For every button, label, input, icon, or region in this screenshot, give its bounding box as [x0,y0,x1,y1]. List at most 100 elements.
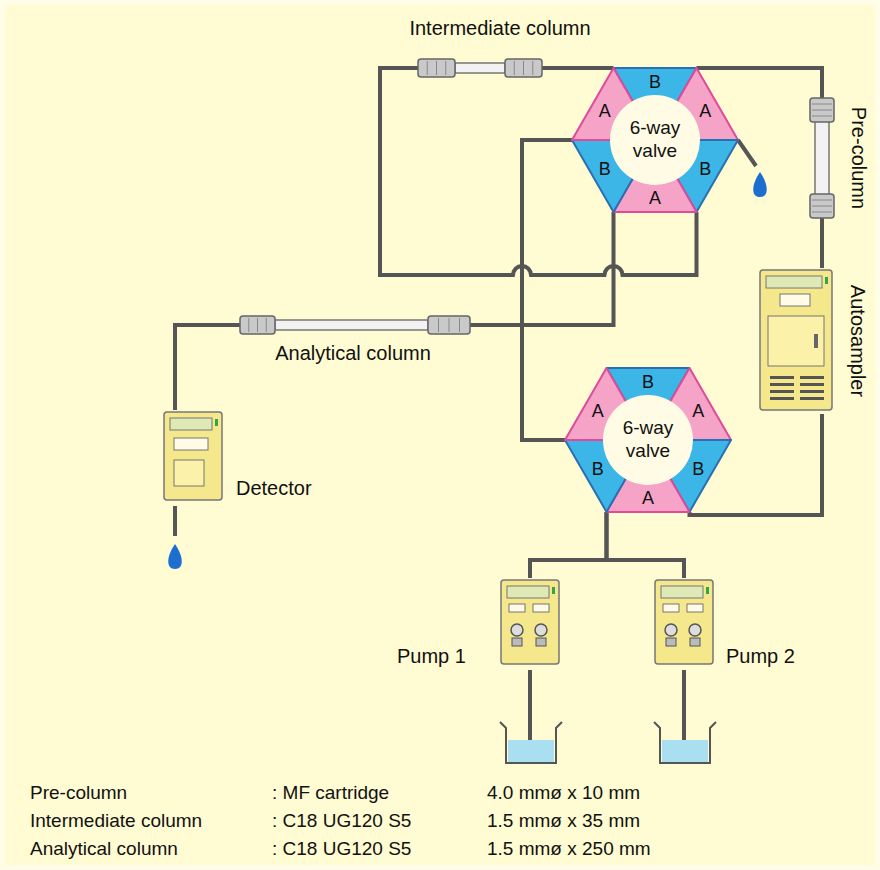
fitting-knurl [438,318,439,332]
fitting-knurl [257,318,258,332]
tubing [820,218,824,268]
vent-slot [770,390,794,393]
tube [395,66,418,70]
detector-unit: Detector [160,410,340,506]
fitting-knurl [812,110,832,111]
port-letter: A [699,100,711,122]
sampler-unit: Autosampler [758,268,876,414]
port-letter: B [692,458,704,480]
pump-unit: Pump 2 [650,578,818,670]
column-fitting [505,59,542,77]
drain-lines [175,140,756,748]
node-graphic [228,305,478,375]
vent-slot [770,383,794,386]
tubing [530,512,607,578]
tubing [697,68,823,98]
column-tube [275,320,428,330]
part-name: Pre-column [847,107,871,209]
drain-line [173,506,177,536]
port-letter: B [642,371,654,393]
vent-slot [800,383,824,386]
part-name: Intermediate column [395,16,605,40]
drop [753,172,767,197]
port-letter: B [649,71,661,93]
autosampler-door [768,316,824,366]
detector-led [215,419,218,426]
detector-panel [174,438,208,450]
autosampler-display [766,276,822,288]
hcolumn-unit: Analytical column [228,305,478,375]
pump-head [665,624,677,636]
fitting-knurl [812,212,832,213]
pump-body [501,580,559,664]
drop [168,544,182,569]
fitting-knurl [248,318,249,332]
valve-rotor [610,95,700,185]
port-letter: A [649,187,661,209]
pump-valve [666,638,676,646]
vcolumn-unit: Pre-column [804,98,876,218]
fitting-knurl [436,61,437,75]
pump-button [663,604,679,612]
pump-unit: Pump 1 [395,578,563,670]
port-letter: A [692,400,704,422]
fitting-knurl [449,318,450,332]
beaker [500,722,562,763]
pump-display [661,586,703,598]
pump-head [511,624,523,636]
vent-slot [800,397,824,400]
fitting-knurl [514,61,515,75]
pump-display [507,586,549,598]
fitting-knurl [812,116,832,117]
detector-display [170,418,212,430]
tube [542,66,605,70]
column-tube [815,120,829,196]
pump-button [533,604,549,612]
detector-door [174,460,204,486]
fitting-knurl [812,200,832,201]
port-letter: B [699,158,711,180]
port-letter: B [592,458,604,480]
spec-cell: 4.0 mmø x 10 mm [487,782,640,804]
tubing [607,512,685,578]
beaker [654,722,716,763]
spec-cell: : MF cartridge [272,782,389,804]
part-name: Detector [236,476,312,500]
spec-cell: Analytical column [30,838,178,860]
inlet-tube [682,670,686,748]
valve-label: 6-way valve [606,416,690,462]
fitting-knurl [459,318,460,332]
part-name: Pump 1 [397,644,466,668]
column-fitting [810,194,834,218]
column-fitting [810,98,834,122]
spec-cell: Pre-column [30,782,127,804]
drain-line [738,140,756,166]
valve-label: 6-way valve [613,116,697,162]
solvent [508,740,554,762]
pump-head [535,624,547,636]
autosampler-led [825,277,828,284]
valve-rotor [603,395,693,485]
fitting-knurl [532,61,533,75]
pump-button [687,604,703,612]
pump-led [552,587,555,594]
spec-cell: 1.5 mmø x 250 mm [487,838,651,860]
tubing [522,140,572,440]
tube [228,323,240,327]
pump-button [509,604,525,612]
solvent-reservoir [654,722,716,763]
port-letter: B [599,158,611,180]
vent-slot [770,397,794,400]
tubing [175,325,228,410]
spec-cell: : C18 UG120 S5 [272,838,411,860]
pump-head [689,624,701,636]
hcolumn-unit: Intermediate column [395,16,605,82]
autosampler-slot [780,294,810,306]
tube [470,323,478,327]
spec-cell: Intermediate column [30,810,202,832]
port-letter: A [592,400,604,422]
